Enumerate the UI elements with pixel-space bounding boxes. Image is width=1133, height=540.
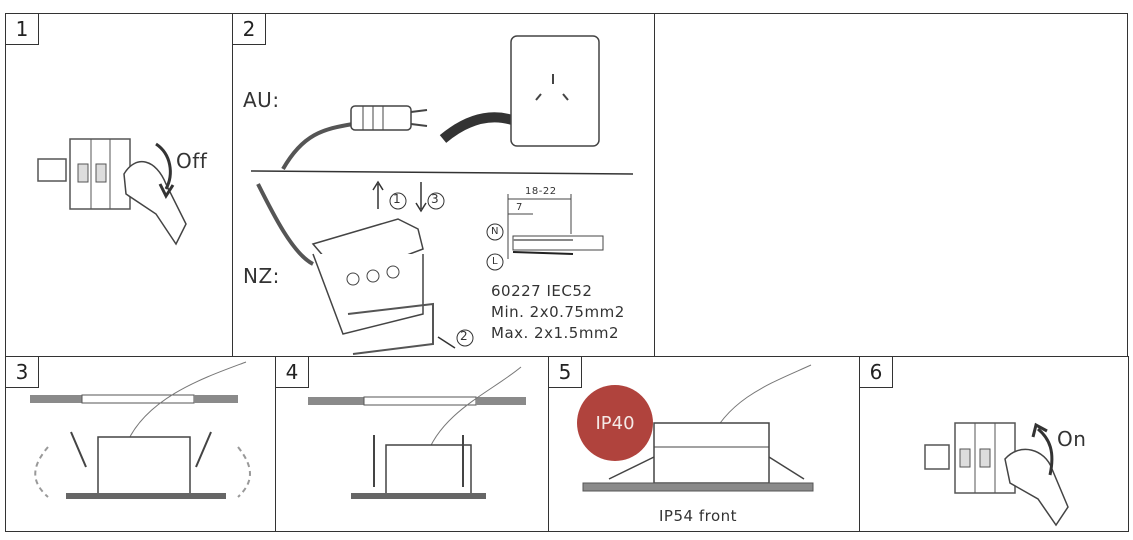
step-number-2: 2 xyxy=(233,14,266,45)
ip54-caption: IP54 front xyxy=(659,507,738,525)
panel-blank xyxy=(654,13,1128,358)
dimension-outer: 18-22 xyxy=(525,186,557,197)
panel-step-5: 5 IP40 IP54 front xyxy=(548,356,861,532)
ceiling-spring-clips-illustration xyxy=(30,361,251,499)
step-number-4: 4 xyxy=(276,357,309,388)
cable-spec: 60227 IEC52 xyxy=(491,282,593,300)
plug-and-terminal-illustration xyxy=(250,35,634,355)
fixture-insert-illustration xyxy=(308,366,526,499)
min-spec: Min. 2x0.75mm2 xyxy=(491,303,625,321)
panel-step-1: 1 Off xyxy=(5,13,234,358)
max-spec: Max. 2x1.5mm2 xyxy=(491,324,620,342)
region-au-label: AU: xyxy=(243,88,280,112)
on-label: On xyxy=(1057,427,1087,451)
step-number-6: 6 xyxy=(860,357,893,388)
wire-l-label: L xyxy=(492,256,499,267)
circuit-breaker-off-illustration xyxy=(37,138,187,246)
panel-step-3: 3 xyxy=(5,356,277,532)
panel-step-6: 6 On xyxy=(859,356,1129,532)
wire-n-label: N xyxy=(491,226,499,237)
panel-step-4: 4 xyxy=(275,356,550,532)
step-number-5: 5 xyxy=(549,357,582,388)
step-up-number: 1 xyxy=(393,192,402,206)
step-down-number: 3 xyxy=(431,192,440,206)
circuit-breaker-on-illustration xyxy=(924,422,1069,527)
dimension-inner: 7 xyxy=(516,202,523,213)
ip-rating-fixture-illustration xyxy=(582,364,814,492)
panel-step-2: 2 xyxy=(232,13,656,358)
step-in-number: 2 xyxy=(460,329,469,343)
region-nz-label: NZ: xyxy=(243,264,280,288)
ip40-badge: IP40 xyxy=(577,385,653,461)
step-number-1: 1 xyxy=(6,14,39,45)
step-number-3: 3 xyxy=(6,357,39,388)
off-label: Off xyxy=(176,149,208,173)
